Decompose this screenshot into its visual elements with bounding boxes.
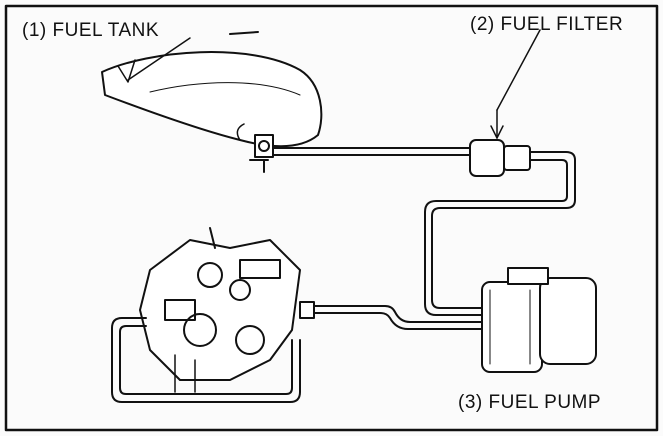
- fuel-pump: [481, 267, 597, 373]
- frame-border: [4, 4, 659, 432]
- fuel-line-tank-filter: [272, 147, 471, 156]
- tank-leader-arrow: [117, 59, 136, 83]
- fuel-line-filter-pump: [424, 151, 576, 316]
- label-fuel-filter: (2) FUEL FILTER: [470, 14, 624, 35]
- fuel-tank: [101, 31, 323, 148]
- carburetor-assembly: [139, 227, 301, 393]
- label-fuel-tank: (1) FUEL TANK: [22, 20, 160, 41]
- fuel-line-pump-carb: [299, 305, 483, 330]
- label-fuel-pump: (3) FUEL PUMP: [458, 392, 602, 413]
- tank-leader-line: [229, 31, 259, 35]
- fuel-filter: [469, 29, 541, 177]
- fuel-valve: [249, 134, 274, 173]
- fuel-line-carb-loop: [111, 317, 301, 403]
